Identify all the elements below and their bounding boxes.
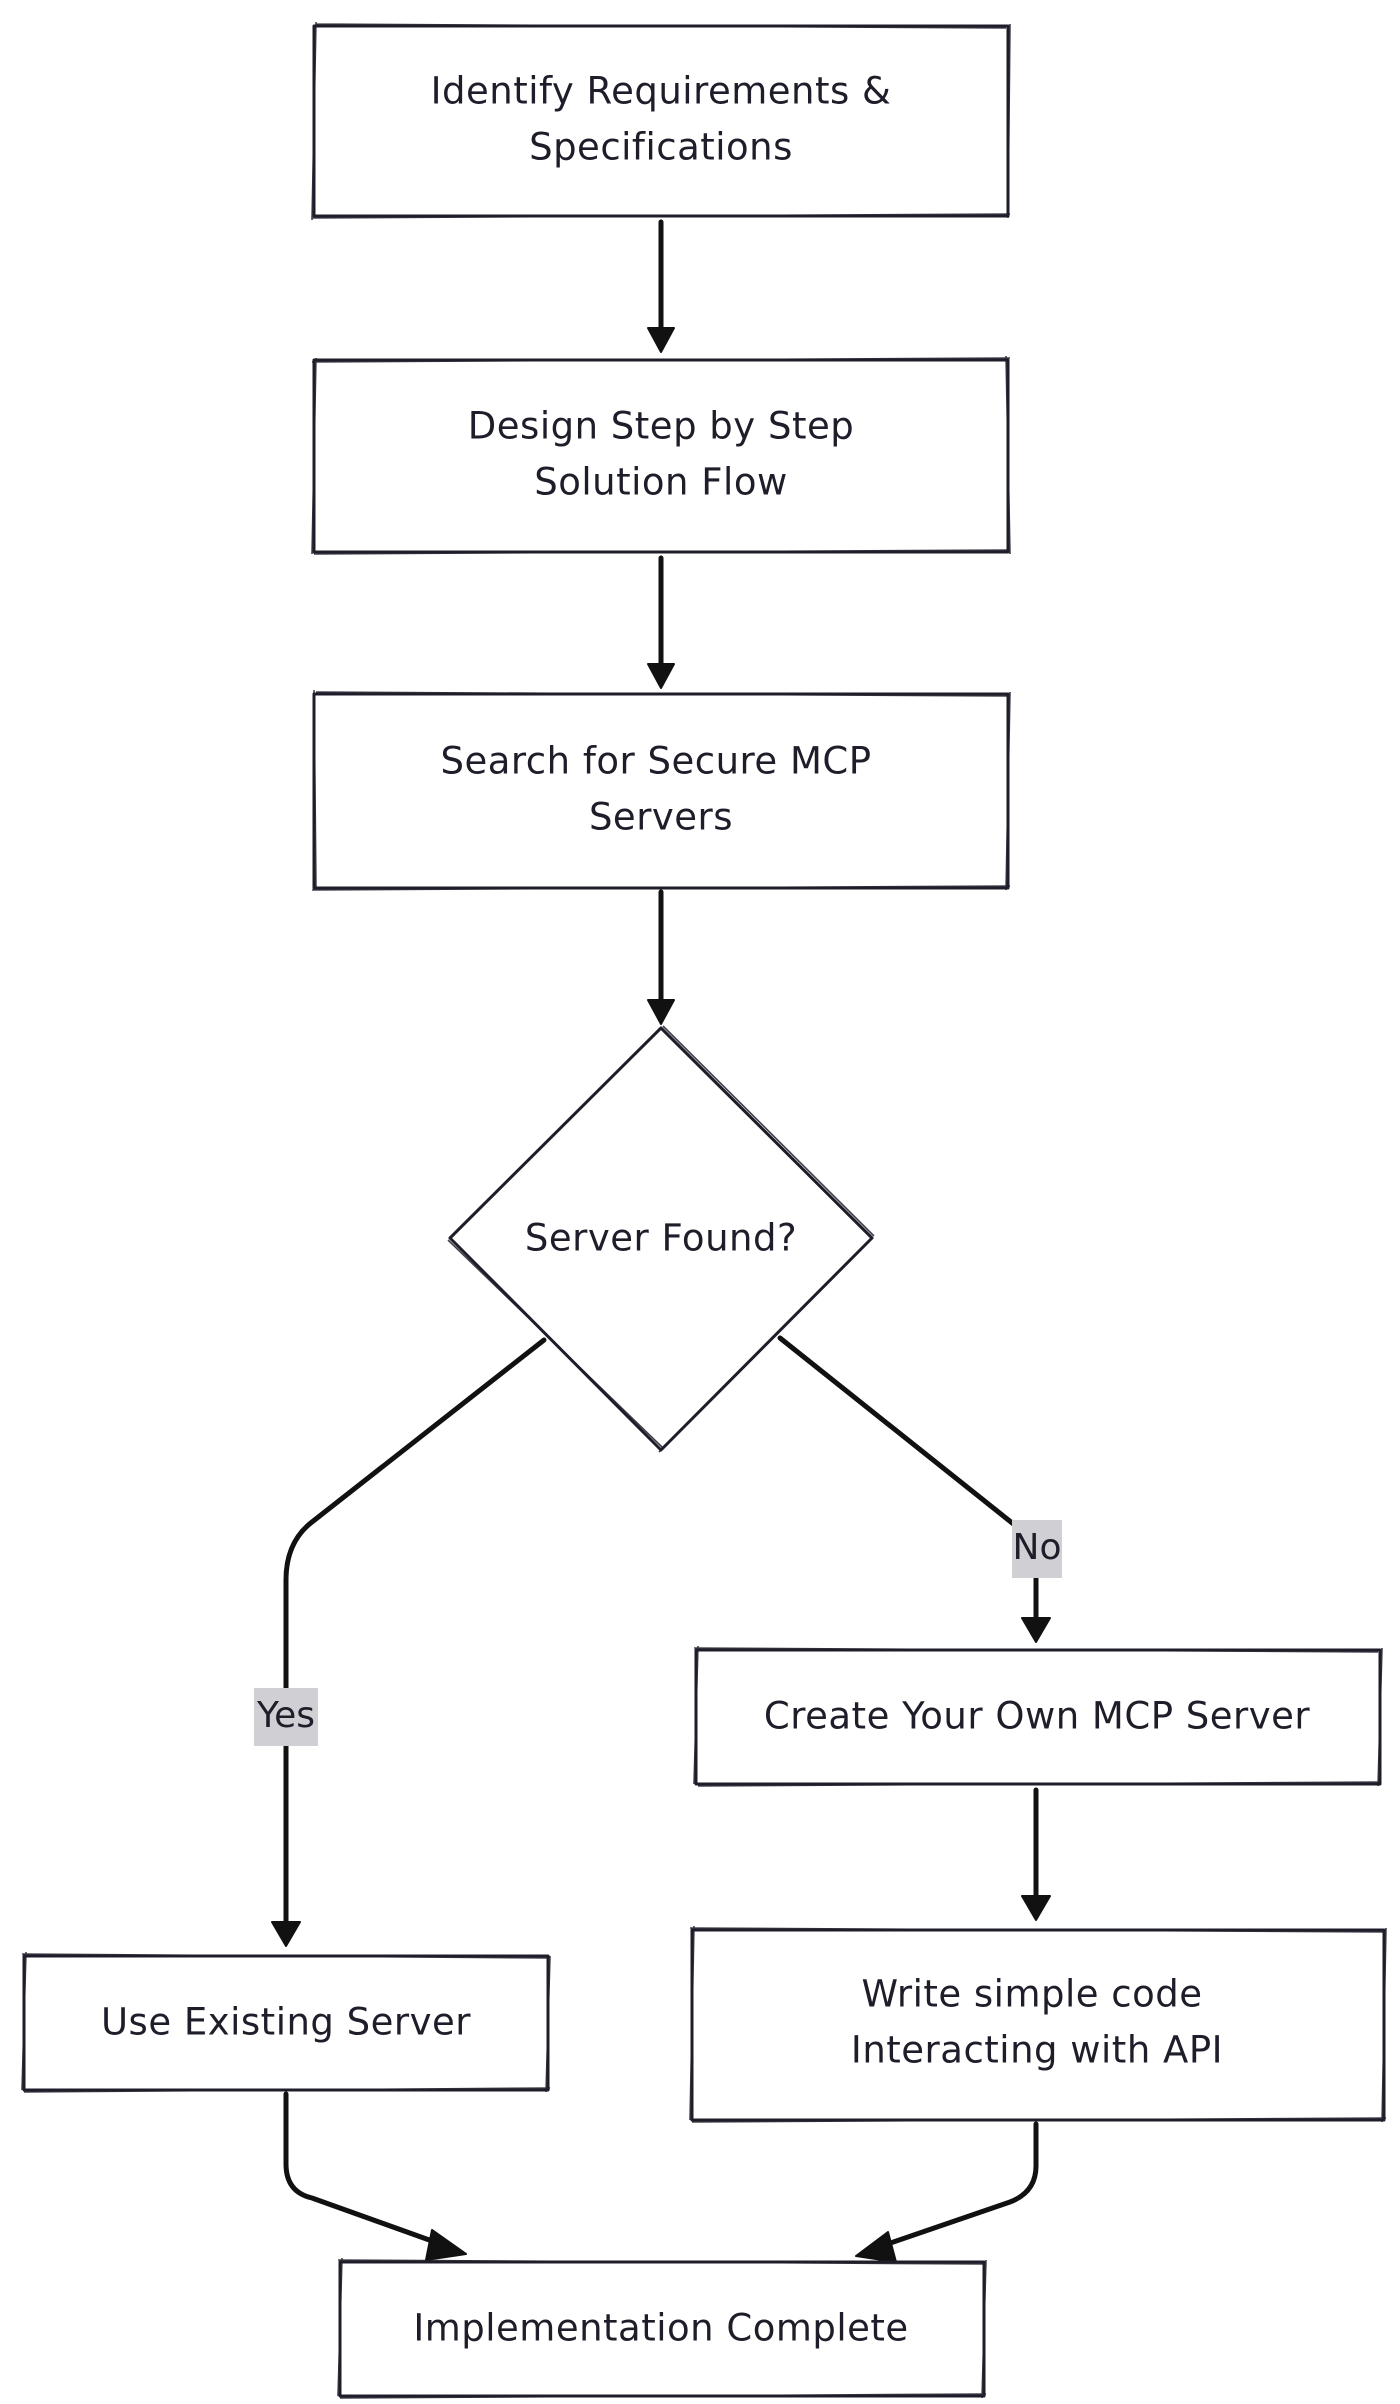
no-label-background xyxy=(1012,1520,1062,1578)
node-complete-text: Implementation Complete xyxy=(413,2307,908,2350)
node-decision-server-found[interactable]: Server Found? xyxy=(447,1025,875,1453)
arrowhead-create-own xyxy=(1021,1617,1051,1643)
node-search-line-2: Servers xyxy=(589,796,733,839)
nodes: Identify Requirements & Specifications D… xyxy=(21,21,1387,2399)
node-use-existing-text: Use Existing Server xyxy=(101,2001,471,2044)
node-write-code-line-2: Interacting with API xyxy=(851,2029,1223,2072)
node-write-code-sketch xyxy=(689,1925,1387,2123)
node-create-own-text: Create Your Own MCP Server xyxy=(764,1695,1311,1738)
edge-decision-to-create-own xyxy=(777,1335,1039,1627)
node-identify-line-2: Specifications xyxy=(529,126,793,169)
arrowhead-search xyxy=(647,663,675,689)
node-design-line-1: Design Step by Step xyxy=(468,405,854,448)
yes-label: Yes xyxy=(254,1688,318,1746)
edge-write-code-to-complete xyxy=(873,2121,1039,2251)
edge-labels: Yes No xyxy=(254,1520,1062,1746)
node-design-sketch xyxy=(311,355,1011,555)
node-use-existing-sketch xyxy=(21,1951,551,2093)
node-create-own-box xyxy=(694,1648,1382,1786)
node-create-own-server[interactable]: Create Your Own MCP Server xyxy=(693,1645,1383,1787)
arrowhead-write-code xyxy=(1021,1895,1051,1921)
arrowhead-design xyxy=(647,327,675,353)
node-identify-box xyxy=(312,24,1010,218)
node-write-code-line-1: Write simple code xyxy=(861,1973,1202,2016)
node-search-box xyxy=(312,692,1010,890)
edge-decision-to-use-existing xyxy=(283,1337,547,1931)
node-identify-line-1: Identify Requirements & xyxy=(431,70,892,113)
node-write-simple-code[interactable]: Write simple code Interacting with API xyxy=(689,1925,1387,2123)
node-design-solution-flow[interactable]: Design Step by Step Solution Flow xyxy=(311,355,1011,555)
node-create-own-sketch xyxy=(693,1645,1383,1787)
arrowhead-complete-left xyxy=(425,2229,467,2261)
yes-label-text: Yes xyxy=(256,1695,315,1736)
node-use-existing-server[interactable]: Use Existing Server xyxy=(21,1951,551,2093)
node-write-code-box xyxy=(690,1928,1386,2122)
node-decision-text: Server Found? xyxy=(525,1217,797,1260)
node-search-sketch xyxy=(311,689,1011,891)
arrowhead-complete-right xyxy=(855,2231,897,2263)
node-complete-sketch xyxy=(337,2257,987,2399)
arrowhead-decision xyxy=(647,999,675,1025)
edge-use-existing-to-complete xyxy=(283,2091,449,2249)
node-identify-sketch xyxy=(311,21,1011,221)
yes-label-background xyxy=(254,1688,318,1746)
node-design-line-2: Solution Flow xyxy=(534,461,787,504)
node-implementation-complete[interactable]: Implementation Complete xyxy=(337,2257,987,2399)
arrowhead-use-existing xyxy=(271,1921,301,1947)
node-search-servers[interactable]: Search for Secure MCP Servers xyxy=(311,689,1011,891)
no-label-text: No xyxy=(1013,1527,1062,1568)
node-decision-sketch xyxy=(447,1025,875,1453)
node-design-box xyxy=(312,358,1010,554)
node-identify-requirements[interactable]: Identify Requirements & Specifications xyxy=(311,21,1011,221)
no-label: No xyxy=(1012,1520,1062,1578)
node-search-line-1: Search for Secure MCP xyxy=(440,740,871,783)
